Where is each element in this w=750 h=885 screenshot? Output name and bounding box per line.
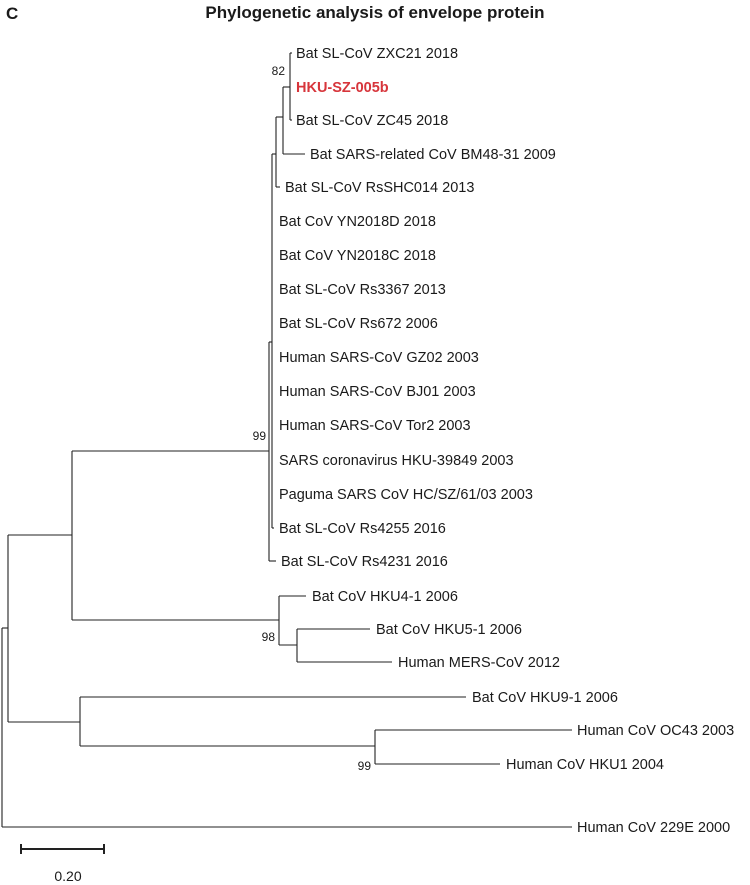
taxon-labels: Bat SL-CoV ZXC21 2018 HKU-SZ-005b Bat SL… xyxy=(279,46,734,836)
taxon-label: Bat CoV HKU9-1 2006 xyxy=(472,690,618,706)
taxon-label: Human SARS-CoV BJ01 2003 xyxy=(279,384,476,400)
bootstrap-values: 82 99 98 99 xyxy=(253,64,372,773)
taxon-label: Human CoV HKU1 2004 xyxy=(506,757,664,773)
taxon-label-highlighted: HKU-SZ-005b xyxy=(296,80,389,96)
taxon-label: Bat SL-CoV ZC45 2018 xyxy=(296,113,448,129)
taxon-label: Bat SL-CoV RsSHC014 2013 xyxy=(285,180,474,196)
taxon-label: Bat SL-CoV Rs3367 2013 xyxy=(279,282,446,298)
bootstrap-value: 99 xyxy=(358,759,372,773)
tree-branches xyxy=(1,52,572,828)
taxon-label: Human MERS-CoV 2012 xyxy=(398,655,560,671)
taxon-label: Bat CoV YN2018D 2018 xyxy=(279,214,436,230)
bootstrap-value: 99 xyxy=(253,429,267,443)
taxon-label: SARS coronavirus HKU-39849 2003 xyxy=(279,453,514,469)
taxon-label: Human CoV OC43 2003 xyxy=(577,723,734,739)
taxon-label: Bat CoV YN2018C 2018 xyxy=(279,248,436,264)
taxon-label: Bat SARS-related CoV BM48-31 2009 xyxy=(310,147,556,163)
taxon-label: Bat CoV HKU4-1 2006 xyxy=(312,589,458,605)
taxon-label: Bat CoV HKU5-1 2006 xyxy=(376,622,522,638)
bootstrap-value: 82 xyxy=(272,64,286,78)
taxon-label: Human SARS-CoV GZ02 2003 xyxy=(279,350,479,366)
taxon-label: Bat SL-CoV Rs4231 2016 xyxy=(281,554,448,570)
taxon-label: Bat SL-CoV Rs4255 2016 xyxy=(279,521,446,537)
taxon-label: Human SARS-CoV Tor2 2003 xyxy=(279,418,471,434)
scale-bar: 0.20 xyxy=(20,844,105,884)
taxon-label: Human CoV 229E 2000 xyxy=(577,820,730,836)
taxon-label: Paguma SARS CoV HC/SZ/61/03 2003 xyxy=(279,487,533,503)
bootstrap-value: 98 xyxy=(262,630,276,644)
panel-label: C xyxy=(6,4,19,23)
figure-title: Phylogenetic analysis of envelope protei… xyxy=(205,3,545,22)
taxon-label: Bat SL-CoV ZXC21 2018 xyxy=(296,46,458,62)
scale-bar-label: 0.20 xyxy=(54,868,81,884)
taxon-label: Bat SL-CoV Rs672 2006 xyxy=(279,316,438,332)
